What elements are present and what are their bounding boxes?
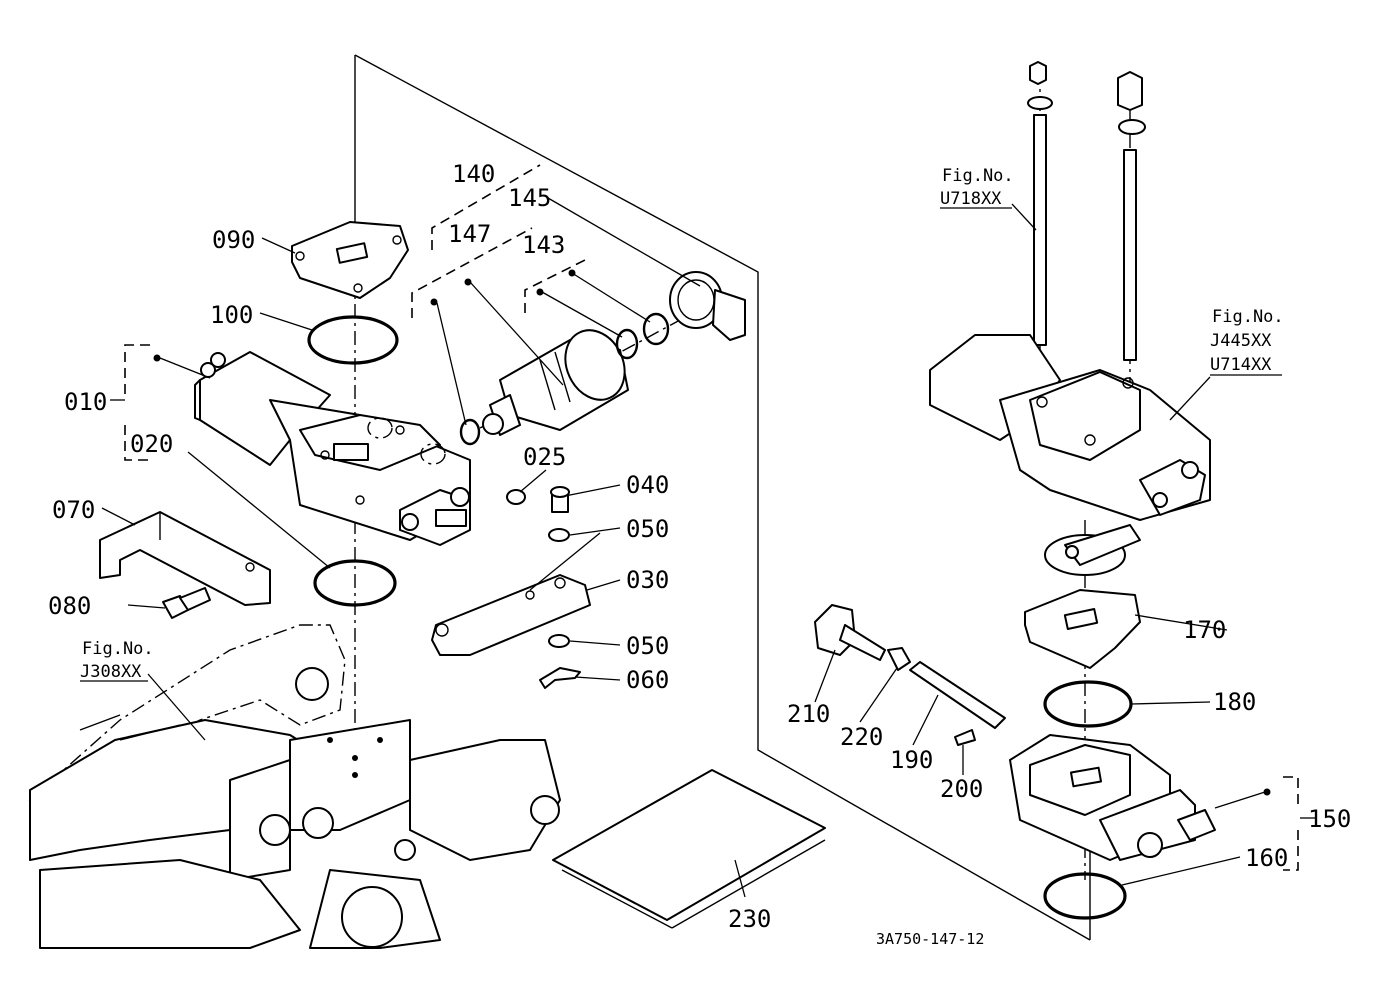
label-020: 020 bbox=[130, 430, 173, 458]
label-140: 140 bbox=[452, 160, 495, 188]
part-050-washer-upper bbox=[548, 528, 570, 542]
part-030-lever bbox=[431, 574, 591, 656]
right-upper-valve-body bbox=[929, 334, 1211, 521]
figref-j445-line1: Fig.No. bbox=[1212, 307, 1284, 327]
base-housing bbox=[28, 624, 561, 949]
part-labels: 090 100 010 020 070 080 140 145 147 143 … bbox=[48, 160, 1351, 933]
label-010: 010 bbox=[64, 388, 107, 416]
figref-u718-line1: Fig.No. bbox=[942, 166, 1014, 186]
label-190: 190 bbox=[890, 746, 933, 774]
part-060-cotter-pin bbox=[539, 667, 581, 689]
label-060: 060 bbox=[626, 666, 669, 694]
label-200: 200 bbox=[940, 775, 983, 803]
part-145-nut-cap bbox=[669, 271, 746, 341]
part-180-o-ring bbox=[1043, 680, 1133, 728]
label-180: 180 bbox=[1213, 688, 1256, 716]
figref-j445-line3: U714XX bbox=[1210, 355, 1272, 375]
callout-dot bbox=[1263, 788, 1271, 796]
drawing-code: 3A750-147-12 bbox=[876, 930, 984, 948]
part-150-lower-valve bbox=[1009, 734, 1216, 861]
right-lever bbox=[1044, 524, 1141, 576]
part-050-washer-lower bbox=[548, 634, 570, 648]
label-230: 230 bbox=[728, 905, 771, 933]
part-170-cover-plate bbox=[1024, 589, 1141, 669]
label-040: 040 bbox=[626, 471, 669, 499]
label-050-lower: 050 bbox=[626, 632, 669, 660]
part-020-o-ring bbox=[313, 559, 397, 607]
label-160: 160 bbox=[1245, 844, 1288, 872]
label-070: 070 bbox=[52, 496, 95, 524]
figure-references: Fig.No. J308XX Fig.No. U718XX Fig.No. J4… bbox=[80, 166, 1284, 682]
callout-dot bbox=[430, 298, 438, 306]
label-090: 090 bbox=[212, 226, 255, 254]
part-080-bolt bbox=[162, 587, 211, 619]
part-160-o-ring bbox=[1043, 872, 1127, 920]
label-145: 145 bbox=[508, 184, 551, 212]
label-220: 220 bbox=[840, 723, 883, 751]
part-o-ring-small-b bbox=[615, 328, 639, 360]
part-090-cover-plate bbox=[291, 221, 409, 299]
label-025: 025 bbox=[523, 443, 566, 471]
part-147-solenoid bbox=[482, 329, 629, 436]
figref-j308-line2: J308XX bbox=[80, 662, 142, 682]
part-070-bracket bbox=[99, 511, 271, 606]
part-010-valve-body bbox=[194, 351, 471, 546]
part-220-nut bbox=[887, 647, 911, 671]
part-025-washer bbox=[506, 489, 526, 505]
label-147: 147 bbox=[448, 220, 491, 248]
label-210: 210 bbox=[787, 700, 830, 728]
callout-dot bbox=[464, 278, 472, 286]
leader-lines bbox=[101, 197, 1315, 898]
part-210-knob bbox=[814, 604, 886, 661]
label-080: 080 bbox=[48, 592, 91, 620]
callout-dot bbox=[568, 269, 576, 277]
part-100-o-ring bbox=[307, 315, 399, 365]
figref-j445-line2: J445XX bbox=[1210, 331, 1272, 351]
callout-dot bbox=[536, 288, 544, 296]
part-040-pin bbox=[550, 486, 570, 513]
label-030: 030 bbox=[626, 566, 669, 594]
part-o-ring-small-a bbox=[459, 418, 481, 446]
right-studs bbox=[1027, 61, 1146, 361]
figref-j308-line1: Fig.No. bbox=[82, 639, 154, 659]
part-200-pin bbox=[954, 729, 976, 746]
part-190-shaft bbox=[909, 661, 1006, 729]
part-230-sheet bbox=[552, 769, 826, 929]
group-brackets bbox=[124, 164, 1299, 871]
label-100: 100 bbox=[210, 301, 253, 329]
callout-dot bbox=[153, 354, 161, 362]
label-143: 143 bbox=[522, 231, 565, 259]
label-150: 150 bbox=[1308, 805, 1351, 833]
figref-u718-line2: U718XX bbox=[940, 189, 1002, 209]
label-050-upper: 050 bbox=[626, 515, 669, 543]
part-o-ring-small-c bbox=[642, 312, 670, 346]
label-170: 170 bbox=[1183, 616, 1226, 644]
